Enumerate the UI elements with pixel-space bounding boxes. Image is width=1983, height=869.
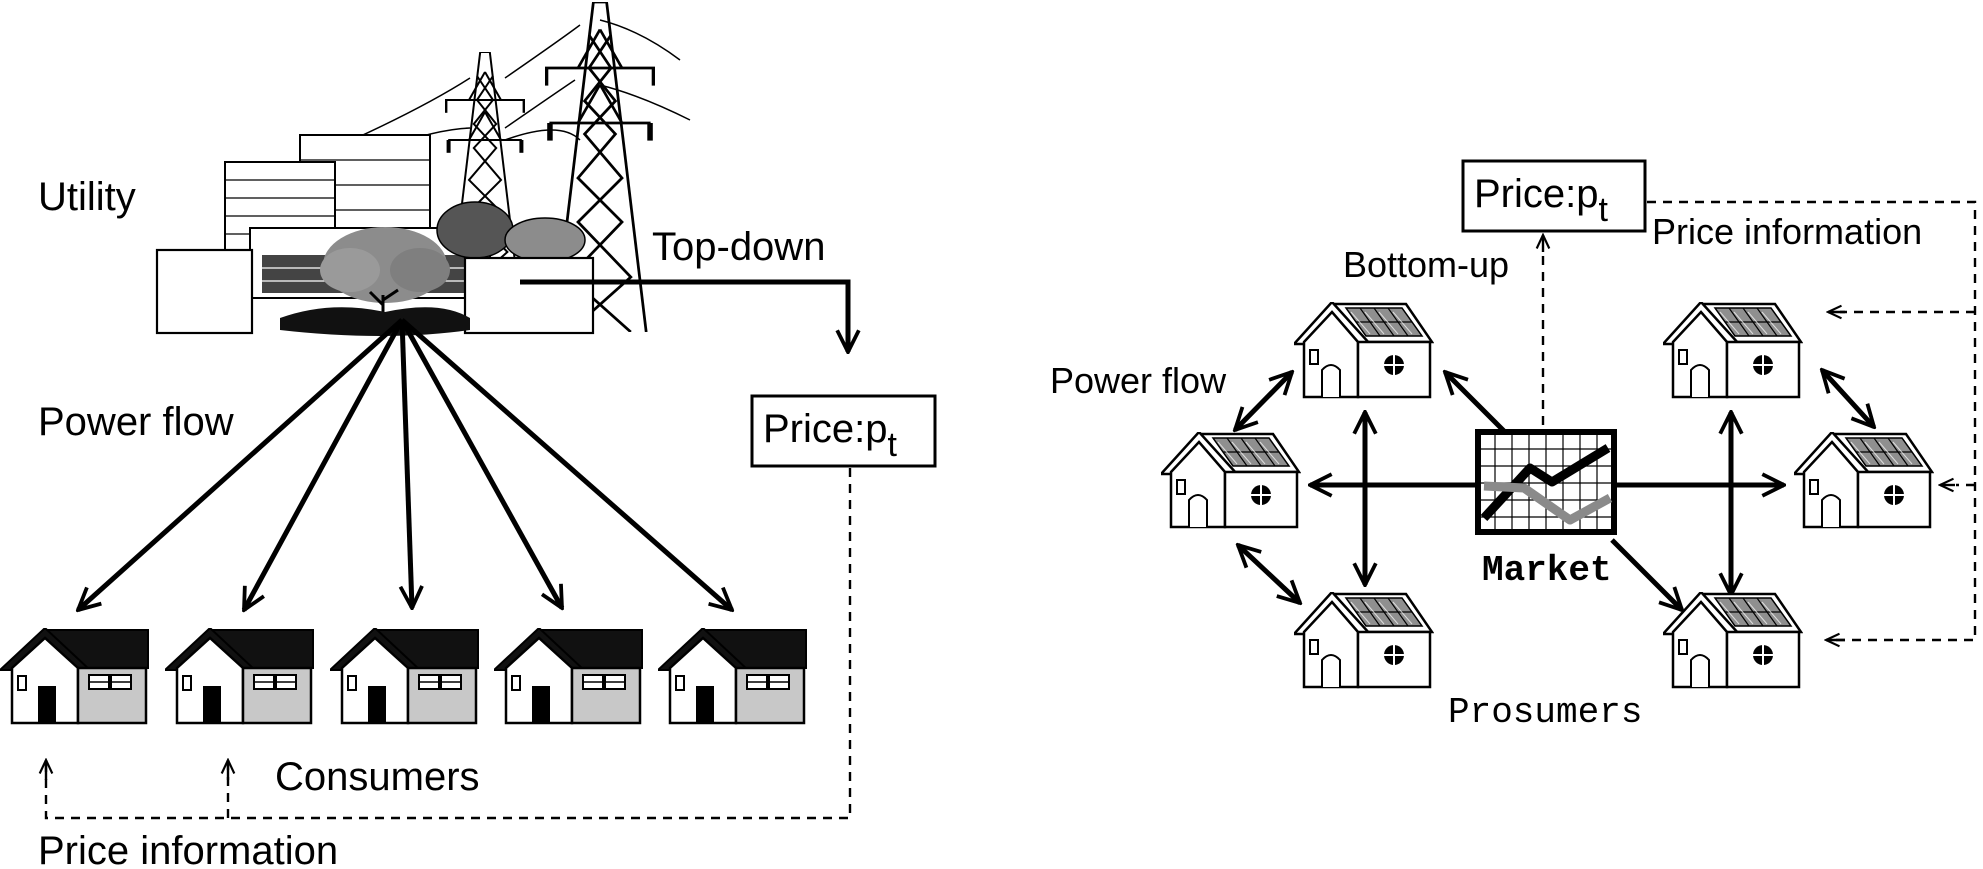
left-panel: Utility Top-down Power flow Price:pt Con…: [0, 2, 937, 869]
bottom-up-label: Bottom-up: [1343, 244, 1509, 285]
svg-text:Price:pt: Price:pt: [1474, 172, 1609, 229]
top-down-label: Top-down: [652, 225, 825, 269]
solar-house-icon: [1794, 432, 1934, 529]
solar-house-icon: [1294, 592, 1434, 689]
market-chart-icon: [1475, 429, 1617, 535]
solar-house-icon: [1294, 302, 1434, 399]
price-box-left-text: Price:p: [763, 407, 888, 451]
price-information-label-right: Price information: [1652, 211, 1922, 252]
power-flow-label-left: Power flow: [38, 400, 234, 444]
right-panel: Price:pt Bottom-up Price information Pow…: [1050, 159, 1977, 733]
power-flow-label-right: Power flow: [1050, 360, 1227, 401]
house-icon: [494, 628, 644, 725]
price-information-label-left: Price information: [38, 829, 338, 869]
house-icon: [658, 628, 808, 725]
price-box-left-subscript: t: [888, 426, 898, 464]
market-label: Market: [1482, 550, 1612, 591]
solar-house-icon: [1161, 432, 1301, 529]
solar-house-icon: [1663, 592, 1803, 689]
consumers-label: Consumers: [275, 755, 480, 799]
house-icon: [330, 628, 480, 725]
price-box-right-text: Price:p: [1474, 172, 1599, 216]
prosumers-label: Prosumers: [1448, 692, 1642, 733]
utility-label: Utility: [38, 175, 136, 219]
house-icon: [0, 628, 150, 725]
price-box-left: Price:pt: [750, 394, 937, 468]
price-box-right-subscript: t: [1599, 191, 1609, 229]
power-flow-arrows-left: [78, 318, 732, 610]
top-down-arrow: [520, 279, 848, 352]
price-information-path-left: [46, 468, 852, 820]
house-icon: [165, 628, 315, 725]
price-box-right: Price:pt: [1461, 159, 1647, 233]
price-information-path-right: [1647, 200, 1977, 640]
consumer-houses: [0, 628, 808, 725]
svg-text:Price:pt: Price:pt: [763, 407, 898, 464]
power-flow-arrows-right: [1235, 370, 1874, 610]
utility-plant-icon: [155, 2, 691, 336]
solar-house-icon: [1663, 302, 1803, 399]
